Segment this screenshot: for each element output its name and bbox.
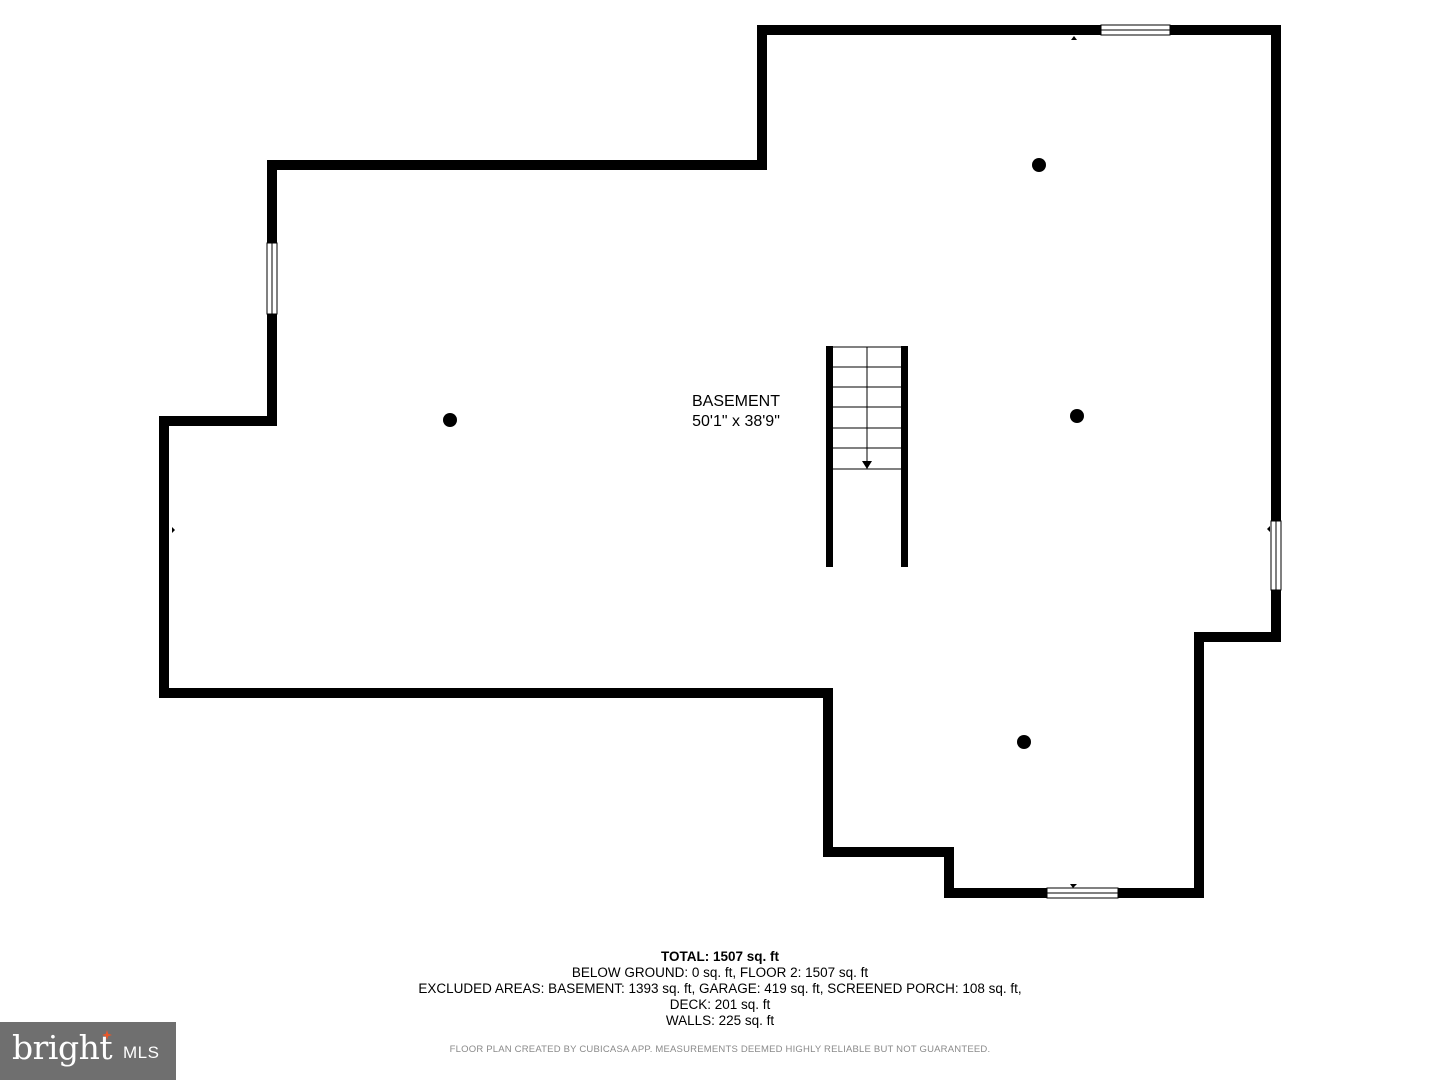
summary-line: EXCLUDED AREAS: BASEMENT: 1393 sq. ft, G…: [418, 981, 1022, 996]
logo-wordmark: bright: [12, 1028, 113, 1067]
logo-suffix: MLS: [123, 1043, 160, 1062]
bright-mls-logo: bright MLS: [0, 1022, 176, 1080]
window-icon: [266, 242, 278, 315]
total-area: TOTAL: 1507 sq. ft: [660, 949, 780, 964]
exterior-wall: [159, 25, 1281, 898]
summary-line: DECK: 201 sq. ft: [669, 997, 771, 1012]
logo-star-icon: [102, 1030, 112, 1040]
door-marker-icon: [1071, 36, 1077, 40]
window-icon: [1270, 520, 1282, 591]
ceiling-light-icon: [1017, 735, 1031, 749]
ceiling-light-icon: [1032, 158, 1046, 172]
ceiling-light-icon: [1070, 409, 1084, 423]
summary-line: BELOW GROUND: 0 sq. ft, FLOOR 2: 1507 sq…: [571, 965, 869, 980]
area-summary: TOTAL: 1507 sq. ft BELOW GROUND: 0 sq. f…: [320, 949, 1120, 1029]
summary-line: WALLS: 225 sq. ft: [665, 1013, 775, 1028]
stairs-arrow-icon: [862, 461, 872, 469]
window-icon: [1100, 24, 1171, 36]
stairs-icon: [826, 346, 908, 567]
ceiling-light-icon: [443, 413, 457, 427]
room-dimensions: 50'1" x 38'9": [692, 413, 780, 430]
door-marker-icon: [1267, 526, 1270, 532]
disclaimer: FLOOR PLAN CREATED BY CUBICASA APP. MEAS…: [449, 1044, 991, 1055]
door-marker-icon: [172, 527, 175, 533]
window-icon: [1046, 887, 1119, 899]
room-name: BASEMENT: [691, 393, 780, 410]
door-marker-icon: [1070, 884, 1077, 888]
